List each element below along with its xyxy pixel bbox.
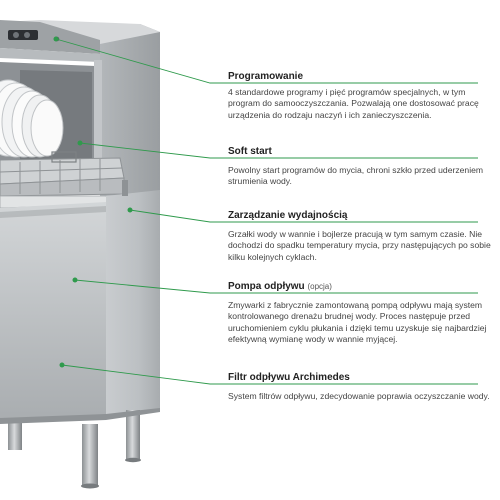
feature-description: System filtrów odpływu, zdecydowanie pop… [228,391,490,401]
feature-title: Pompa odpływu (opcja) [228,281,332,292]
feature-zarzadzanie-wydajnoscia: Zarządzanie wydajnością Grzałki wody w w… [228,209,494,263]
plates [0,79,64,158]
control-panel [0,20,100,54]
feature-title: Programowanie [228,71,304,82]
callout-line-pompa [74,279,478,294]
callout-dots [53,36,133,368]
base-edge [0,408,160,424]
leg-foot [125,457,141,463]
leg-front-right [126,410,140,460]
feature-soft-start: Soft start Powolny start programów do my… [228,145,494,188]
callout-line-soft-start [79,142,478,159]
leg-foot [81,483,99,489]
front-door [0,202,106,420]
callout-dot [59,362,65,368]
feature-title: Soft start [228,146,272,157]
display-panel [8,30,38,40]
program-knob-icon [24,32,30,38]
leg-front-left [82,424,98,486]
feature-title: Zarządzanie wydajnością [228,210,348,221]
callout-dot [72,277,78,283]
callout-line-programowanie [55,38,478,84]
callout-lines [55,38,478,385]
callout-line-zarzadzanie [129,209,478,223]
feature-note: (opcja) [307,282,332,291]
door-handle [122,180,128,196]
callout-dot [53,36,59,42]
hood-frame [0,48,100,62]
feature-description: Grzałki wody w wannie i bojlerze pracują… [228,229,491,262]
feature-description: Zmywarki z fabrycznie zamontowaną pompą … [228,300,487,345]
door-shadow [0,206,106,218]
chamber-frame [94,60,102,192]
feature-programowanie: Programowanie 4 standardowe programy i p… [228,70,494,121]
callout-line-filtr [61,364,478,385]
power-knob-icon [13,32,19,38]
feature-filtr-archimedes: Filtr odpływu Archimedes System filtrów … [228,371,494,402]
callout-dot [127,207,133,213]
feature-title: Filtr odpływu Archimedes [228,372,350,383]
callout-dot [77,140,83,146]
feature-description: 4 standardowe programy i pięć programów … [228,87,479,120]
feature-description: Powolny start programów do mycia, chroni… [228,165,484,187]
side-column [106,190,160,416]
feature-pompa-odplywu: Pompa odpływu (opcja) Zmywarki z fabrycz… [228,280,494,346]
dishwasher-machine [0,20,160,489]
leg-back-left [8,420,22,450]
